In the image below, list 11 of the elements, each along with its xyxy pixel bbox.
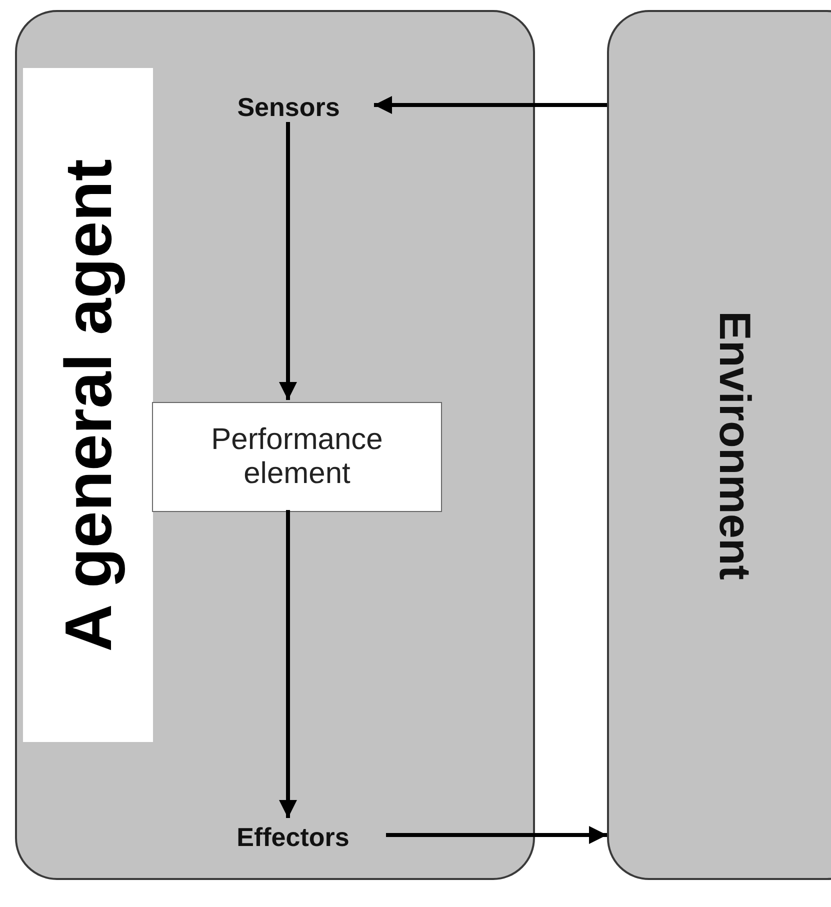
agent-panel [15,10,535,880]
sensors-label: Sensors [205,90,372,124]
effectors-label: Effectors [202,820,384,854]
panel-title: A general agent [50,158,126,652]
arrow [279,510,297,818]
arrow [386,826,607,844]
environment-panel [607,10,831,880]
arrow [374,96,607,114]
arrow [279,122,297,400]
process-box: Performance element [152,402,442,512]
panel-title: Environment [709,310,759,580]
